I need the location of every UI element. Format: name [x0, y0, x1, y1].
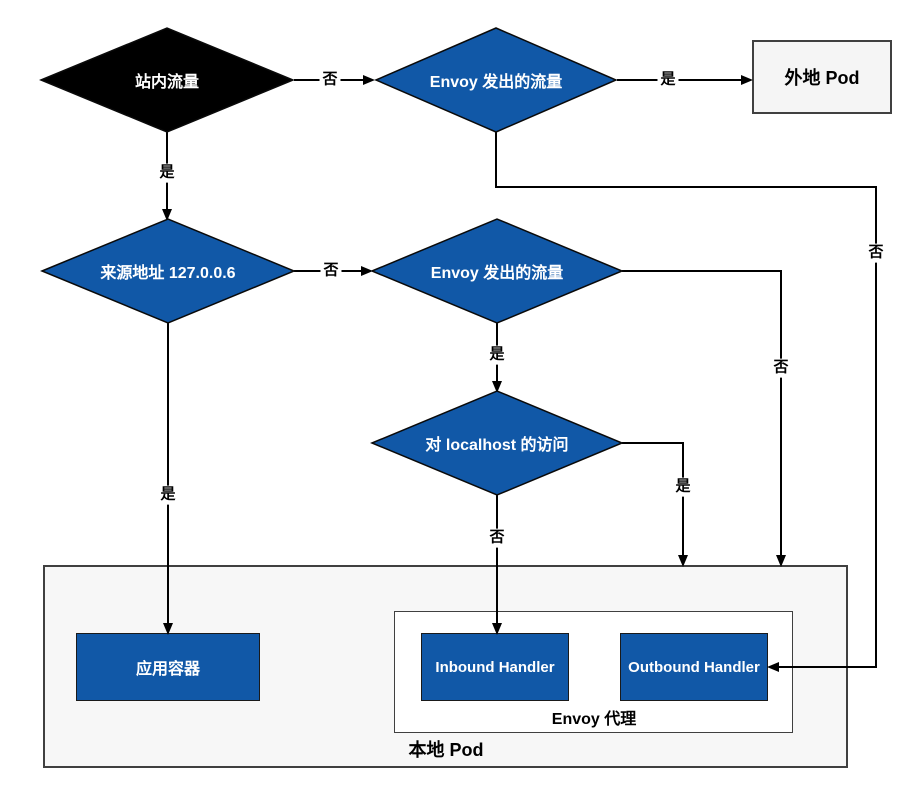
outbound-handler-label: Outbound Handler [628, 658, 760, 676]
inbound-handler-node: Inbound Handler [421, 633, 569, 701]
outbound-handler-node: Outbound Handler [620, 633, 768, 701]
inbound-handler-label: Inbound Handler [435, 658, 555, 676]
app-container-label: 应用容器 [135, 661, 200, 678]
external-pod-label: 外地 Pod [784, 68, 860, 88]
external-pod-node: 外地 Pod [752, 40, 892, 114]
app-container-node: 应用容器 [76, 633, 260, 701]
